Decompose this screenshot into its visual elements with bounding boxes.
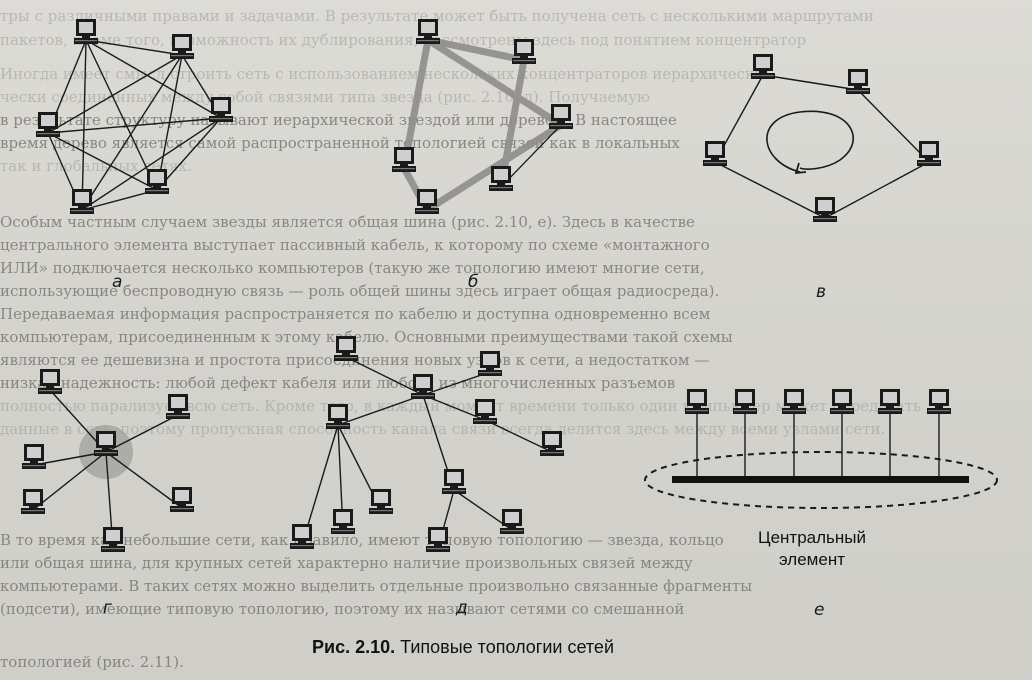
computer-icon (549, 104, 573, 129)
pane-label-v: в (816, 282, 827, 302)
figure-caption-text: Типовые топологии сетей (400, 637, 614, 657)
computer-icon (411, 374, 435, 399)
central-element-outline (644, 451, 998, 509)
computer-icon (70, 189, 94, 214)
computer-icon (392, 147, 416, 172)
computer-icon (166, 394, 190, 419)
computer-icon (685, 389, 709, 414)
computer-icon (101, 527, 125, 552)
pane-g-star (21, 369, 194, 552)
computer-icon (782, 389, 806, 414)
computer-icon (733, 389, 757, 414)
computer-icon (703, 141, 727, 166)
pane-e-bus (644, 389, 998, 509)
central-element-label-line1: Центральный (758, 528, 866, 547)
computer-icon (369, 489, 393, 514)
computer-icon (846, 69, 870, 94)
pane-d-tree (290, 336, 564, 552)
computer-icon (830, 389, 854, 414)
computer-icon (813, 197, 837, 222)
computer-icon (36, 112, 60, 137)
computer-icon (145, 169, 169, 194)
pane-label-a: а (112, 272, 123, 292)
computer-icon (334, 336, 358, 361)
computer-icon (540, 431, 564, 456)
computer-icon (326, 404, 350, 429)
computer-icon (751, 54, 775, 79)
computer-icon (38, 369, 62, 394)
pane-label-g: г (103, 598, 112, 618)
computer-icon (331, 509, 355, 534)
computer-icon (426, 527, 450, 552)
computer-icon (209, 97, 233, 122)
computer-icon (170, 34, 194, 59)
computer-icon (74, 19, 98, 44)
computer-icon (416, 19, 440, 44)
pane-b-mesh-links (400, 36, 563, 213)
computer-icon (489, 166, 513, 191)
pane-a-full-mesh (47, 39, 222, 211)
computer-icon (170, 487, 194, 512)
central-element-label: Центральный элемент (742, 527, 882, 571)
pane-label-b: б (468, 272, 479, 292)
figure-caption-number: Рис. 2.10. (312, 637, 396, 657)
pane-v-ring (714, 74, 930, 219)
computer-icon (512, 39, 536, 64)
computer-icon (94, 431, 118, 456)
computer-icon (927, 389, 951, 414)
pane-label-e: е (814, 600, 825, 620)
computer-icon (478, 351, 502, 376)
computer-icon (21, 489, 45, 514)
central-element-label-line2: элемент (779, 550, 845, 569)
computer-icon (473, 399, 497, 424)
computer-icon (442, 469, 466, 494)
computer-icon (22, 444, 46, 469)
computer-icon (415, 189, 439, 214)
pane-label-d: д (456, 598, 468, 618)
bus-cable (672, 476, 969, 483)
figure-caption: Рис. 2.10. Типовые топологии сетей (312, 637, 614, 658)
computer-icon (878, 389, 902, 414)
computer-icon (500, 509, 524, 534)
computer-icon (917, 141, 941, 166)
computer-icon (290, 524, 314, 549)
